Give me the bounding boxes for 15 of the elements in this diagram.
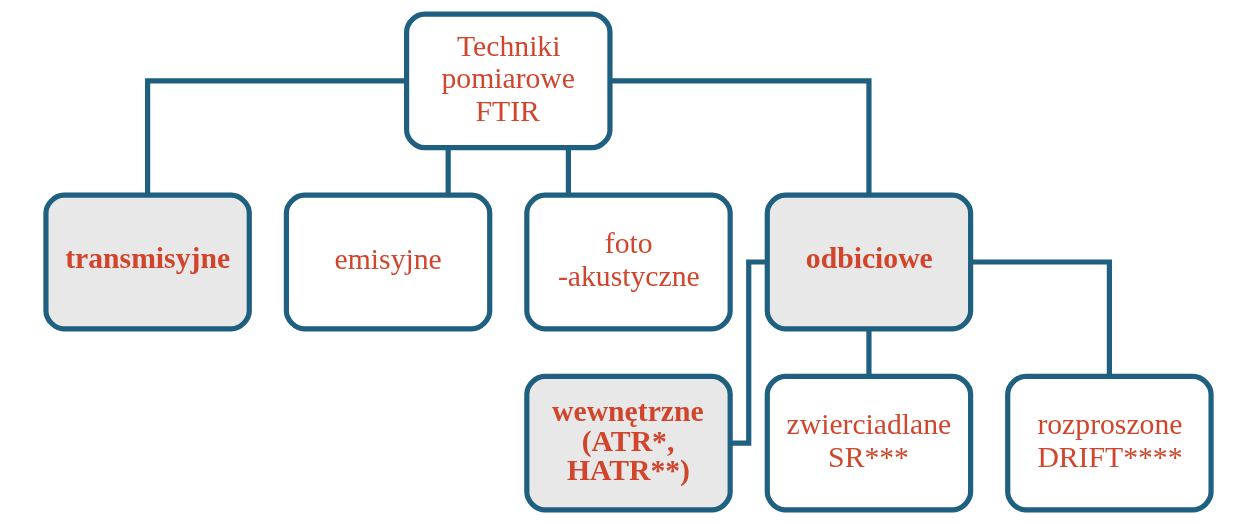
- node-box: Techniki pomiarowe FTIR: [404, 11, 613, 151]
- node-box: zwierciadlane SR***: [764, 373, 974, 513]
- connector: [145, 78, 407, 196]
- node-box: foto -akustyczne: [524, 192, 733, 332]
- connector: [445, 147, 451, 195]
- node-box: transmisyjne: [43, 192, 252, 332]
- node-box: rozproszone DRIFT****: [1005, 373, 1214, 513]
- node-box: odbiciowe: [764, 192, 974, 332]
- connector: [610, 78, 872, 196]
- node-box: emisyjne: [283, 192, 493, 332]
- connector: [970, 259, 1112, 377]
- connector: [565, 147, 571, 195]
- connector: [866, 328, 872, 376]
- node-box: wewnętrzne (ATR*, HATR**): [524, 373, 733, 513]
- connector: [730, 259, 767, 446]
